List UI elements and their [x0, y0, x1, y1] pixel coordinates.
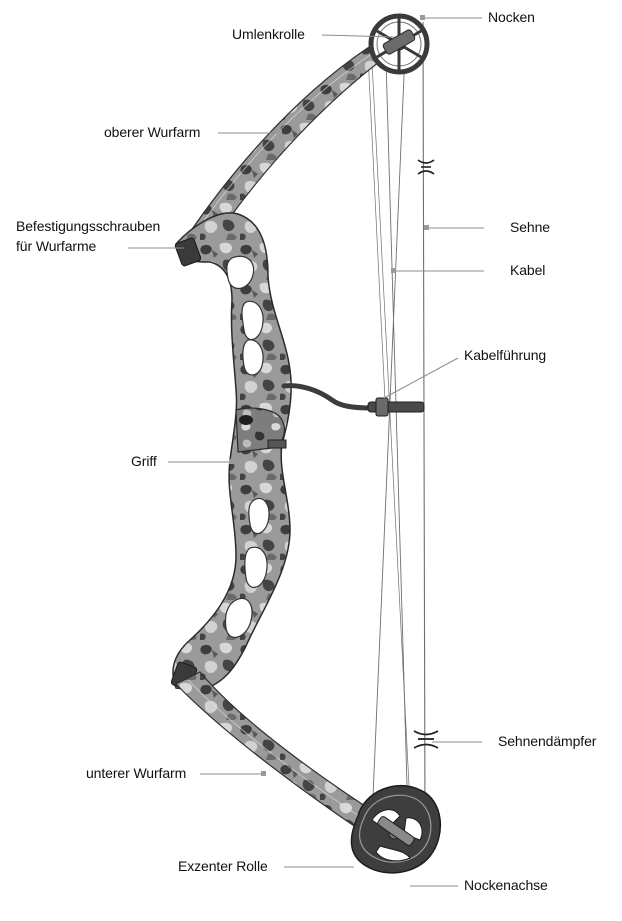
label-befestigung-line2: für Wurfarme: [16, 238, 96, 255]
label-exzenter-rolle: Exzenter Rolle: [178, 858, 268, 875]
label-nocken: Nocken: [488, 9, 535, 26]
cable-guard: [284, 386, 424, 416]
label-oberer-wurfarm: oberer Wurfarm: [104, 124, 200, 141]
label-befestigung-line1: Befestigungsschrauben: [16, 218, 160, 235]
idler-wheel: [371, 16, 427, 72]
leader-lines: [128, 18, 484, 886]
label-kabelfuehrung: Kabelführung: [464, 347, 546, 364]
label-kabel: Kabel: [510, 262, 545, 279]
label-sehnendaempfer: Sehnendämpfer: [498, 733, 596, 750]
bowstring: [423, 22, 425, 825]
label-griff: Griff: [131, 453, 157, 470]
riser: [170, 213, 291, 691]
cam-wheel: [351, 786, 440, 873]
strings-and-cables: [368, 22, 425, 825]
label-nockenachse: Nockenachse: [464, 877, 548, 894]
label-umlenkrolle: Umlenkrolle: [232, 26, 305, 43]
label-sehne: Sehne: [510, 219, 550, 236]
cable-b: [372, 52, 405, 820]
label-unterer-wurfarm: unterer Wurfarm: [86, 765, 186, 782]
cable-d: [368, 55, 385, 400]
string-damper-upper: [418, 160, 434, 174]
string-damper-lower: [414, 731, 438, 748]
